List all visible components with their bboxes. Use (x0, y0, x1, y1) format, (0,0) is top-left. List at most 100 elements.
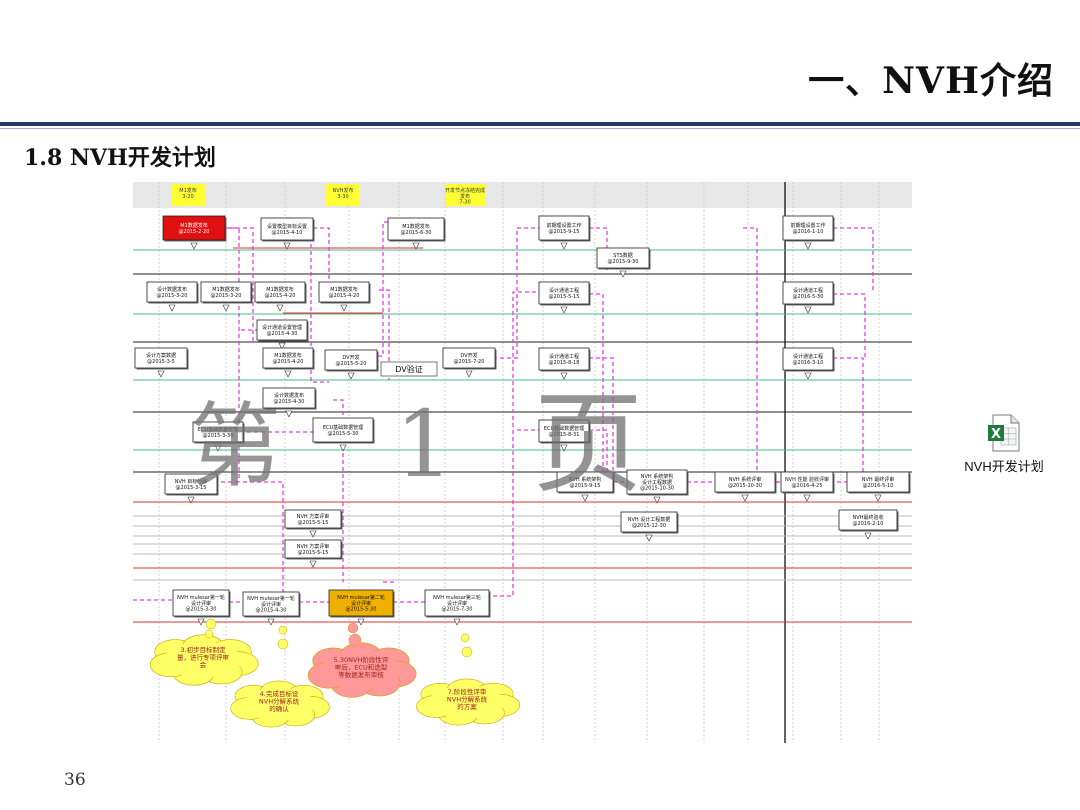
task-box-label: 设计数据发布@2015-3-20 (157, 286, 188, 299)
task-box: 前期理设置工作@2016-1-10 (782, 215, 835, 250)
attachment-label: NVH开发计划 (964, 459, 1044, 474)
task-box-label: 设计通道设置管理@2015-4-30 (262, 324, 302, 337)
task-box: M1数据发布@2015-6-30 (387, 217, 446, 250)
task-box: NVH 方案评审@2015-5-15 (284, 539, 343, 568)
task-box-label: NVH mulesar第一轮设计评审@2015-4-30 (247, 595, 295, 614)
dependency-arrow (219, 227, 240, 482)
task-box: NVH 系统评审@2015-10-30 (714, 471, 777, 502)
task-box-label: NVH 方案评审@2015-5-15 (297, 543, 330, 556)
task-box-label: M1数据发布@2015-4-20 (265, 286, 296, 299)
excel-file-icon[interactable]: X (987, 414, 1021, 452)
task-box: 设计数据发布@2015-4-30 (262, 387, 317, 418)
milestone-triangle (741, 494, 749, 502)
task-box: NVH mulesar第一轮设计评审@2015-4-30 (242, 591, 301, 626)
task-box: NVH 目标分解@2015-3-15 (164, 473, 219, 504)
task-box-label: 设计通道工程@2016-3-10 (793, 353, 824, 366)
dependency-arrow (285, 227, 329, 383)
milestone-triangle (619, 270, 627, 278)
task-box: DV开发@2015-5-20 (324, 349, 379, 380)
milestone-triangle (214, 444, 222, 452)
dv-label-box: DV验证 (380, 361, 438, 377)
task-box: 设计通道工程@2015-5-15 (538, 281, 591, 314)
dependency-arrow (589, 429, 608, 482)
svg-text:X: X (991, 427, 1001, 442)
task-box: 设计通道设置管理@2015-4-30 (256, 319, 309, 350)
milestone-triangle (168, 304, 176, 312)
task-box: NVH最终验收@2016-2-10 (838, 509, 899, 540)
dv-label: DV验证 (395, 364, 423, 374)
task-box-label: NVH 系统架构@2015-9-15 (569, 476, 602, 489)
task-box-label: NVH 方案评审@2015-5-15 (297, 513, 330, 526)
task-box: ECU基础数据管理@2015-3-30 (192, 421, 245, 452)
task-box-label: NVH 系统评审@2015-10-30 (728, 476, 762, 489)
milestone-flag (171, 184, 205, 206)
milestone-triangle (222, 304, 230, 312)
dependency-arrow (589, 357, 614, 482)
task-box: STS数据@2015-9-30 (596, 247, 651, 278)
attachment-file[interactable]: X NVH开发计划 (956, 414, 1052, 475)
dependency-arrow (833, 293, 866, 358)
milestone-triangle (560, 242, 568, 250)
milestone-triangle (339, 444, 347, 452)
gantt-grid-vertical (158, 182, 880, 743)
milestone-triangle (412, 242, 420, 250)
header-rule (0, 122, 1080, 126)
task-box-label: NVH 系统架构设计工程数据@2015-10-30 (640, 473, 674, 492)
task-box: NVH 设计工程数据@2015-12-30 (620, 511, 679, 542)
task-box-label: NVH 目标分解@2015-3-15 (175, 478, 208, 491)
task-box: ECU基础数据管理@2015-8-31 (538, 419, 591, 452)
note-cloud-text: 3.初步目标制定量，进行专项评审会 (177, 645, 229, 669)
task-box-label: 设计方案数据@2015-3-5 (146, 352, 176, 365)
task-box-label: STS数据@2015-9-30 (608, 252, 639, 265)
milestone-triangle (197, 618, 205, 626)
note-cloud: 3.初步目标制定量，进行专项评审会 (149, 618, 259, 686)
task-box-label: 设置模型目标设置@2015-4-10 (267, 223, 307, 236)
task-box-label: NVH 设计工程数据@2015-12-30 (628, 516, 671, 529)
milestone-triangle (283, 242, 291, 250)
dependency-arrow (243, 481, 284, 602)
milestone-triangle (803, 494, 811, 502)
dependency-arrow (313, 227, 330, 282)
watermark-char: 第 (189, 393, 281, 500)
milestone-flag (326, 184, 360, 206)
milestone-triangle (347, 372, 355, 380)
milestone-triangle (453, 618, 461, 626)
milestone-triangle (278, 342, 286, 350)
task-box-label: NVH 最终评审@2016-5-10 (862, 476, 895, 489)
task-box: M1数据发布@2015-4-20 (262, 347, 315, 378)
milestone-triangle (560, 372, 568, 380)
milestone-triangle (157, 370, 165, 378)
milestone-triangle (560, 306, 568, 314)
milestone-triangle (285, 410, 293, 418)
watermark-char: 页 (533, 380, 643, 508)
page-number: 36 (64, 770, 86, 790)
task-box: 设计通道工程@2015-8-18 (538, 347, 591, 380)
milestone-triangle (284, 370, 292, 378)
task-box: DV开发@2015-7-20 (442, 347, 497, 378)
task-box: M1数据发布@2015-2-20 (162, 215, 227, 250)
dependency-arrow (379, 289, 390, 380)
task-box-label: DV开发@2015-5-20 (336, 354, 367, 367)
task-box: NVH mulesar第二轮设计评审@2015-5-30 (328, 589, 395, 626)
task-box: NVH 最终评审@2016-5-10 (846, 471, 911, 502)
milestone-triangle (267, 618, 275, 626)
task-box: 设计通道工程@2016-5-30 (782, 281, 835, 314)
milestone-triangle (340, 304, 348, 312)
task-box-label: M1数据发布@2015-4-20 (273, 352, 304, 365)
milestone-triangle (357, 618, 365, 626)
header-rule-thin (0, 128, 1080, 129)
task-box: ECU基础数据管理@2015-5-30 (312, 417, 375, 452)
dependency-arrow (493, 227, 539, 359)
task-box-label: NVH mulesar第一轮设计评审@2015-3-30 (177, 594, 225, 613)
section-title: 1.8 NVH开发计划 (24, 145, 216, 171)
dependency-arrow (333, 399, 344, 582)
milestone-triangle (645, 534, 653, 542)
milestone-triangle (560, 444, 568, 452)
task-box: NVH 方案评审@2015-5-15 (284, 509, 343, 538)
